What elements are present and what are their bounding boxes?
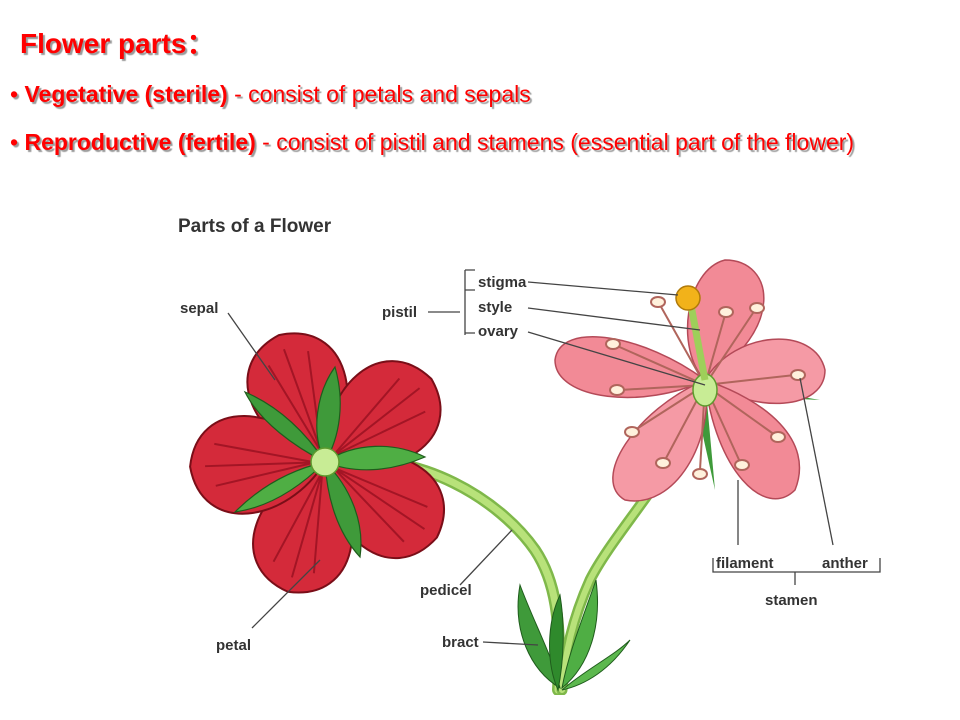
- label-style: style: [478, 299, 512, 316]
- sepal-leaf: [243, 390, 327, 464]
- pink-petal: [704, 378, 801, 500]
- label-ovary: ovary: [478, 323, 519, 340]
- anther-leader: [799, 377, 834, 546]
- pink-petal: [703, 338, 826, 405]
- label-pedicel: pedicel: [420, 582, 472, 599]
- red-flower: [189, 332, 445, 594]
- style-leader: [527, 307, 701, 331]
- sepal-leaf: [324, 460, 362, 559]
- leader-lines: [227, 269, 881, 646]
- pistil-bracket: [428, 269, 475, 335]
- bullet-description: consist of petals and sepals: [248, 81, 531, 107]
- label-filament: filament: [716, 555, 774, 572]
- bullet-term: Reproductive (fertile): [24, 129, 256, 155]
- label-stamen: stamen: [765, 592, 818, 609]
- stamen-bracket: [712, 558, 881, 573]
- flower-diagram: Parts of a Flower: [178, 216, 881, 695]
- pink-petal: [612, 378, 708, 502]
- label-bract: bract: [442, 634, 479, 651]
- petal-leader: [251, 559, 321, 629]
- pedicel-leader: [459, 529, 513, 586]
- sepal-leaf: [323, 445, 427, 471]
- slide-heading: Flower parts：: [20, 28, 215, 59]
- bract-leader: [482, 641, 539, 646]
- pink-flower: [554, 259, 826, 502]
- bract-leaf: [549, 593, 564, 692]
- label-petal: petal: [216, 637, 251, 654]
- bullet-separator: -: [227, 81, 249, 107]
- bullet-vegetative: • Vegetative (sterile) - consist of peta…: [10, 80, 940, 109]
- receptacle: [310, 447, 340, 477]
- label-pistil: pistil: [382, 304, 417, 321]
- label-sepal: sepal: [180, 300, 218, 317]
- bract-group: [517, 579, 631, 692]
- sepal-leaf: [233, 460, 327, 513]
- pink-petal: [686, 259, 765, 381]
- ovary-leader: [527, 331, 706, 386]
- label-anther: anther: [822, 555, 868, 572]
- bract-leaf: [561, 639, 631, 691]
- bullet-marker: •: [10, 129, 19, 155]
- bullet-description: consist of pistil and stamens (essential…: [276, 129, 855, 155]
- bullet-separator: -: [255, 129, 277, 155]
- style-stalk: [686, 299, 709, 381]
- label-stigma: stigma: [478, 274, 527, 291]
- bract-leaf: [561, 579, 599, 690]
- sepal-leaf: [316, 365, 341, 464]
- bullet-term: Vegetative (sterile): [24, 81, 228, 107]
- sepal-leader: [227, 312, 276, 381]
- stigma-leader: [527, 281, 679, 296]
- bullet-marker: •: [10, 81, 19, 107]
- stigma: [675, 285, 701, 311]
- bullet-reproductive: • Reproductive (fertile) - consist of pi…: [10, 128, 940, 157]
- diagram-title: Parts of a Flower: [178, 216, 332, 237]
